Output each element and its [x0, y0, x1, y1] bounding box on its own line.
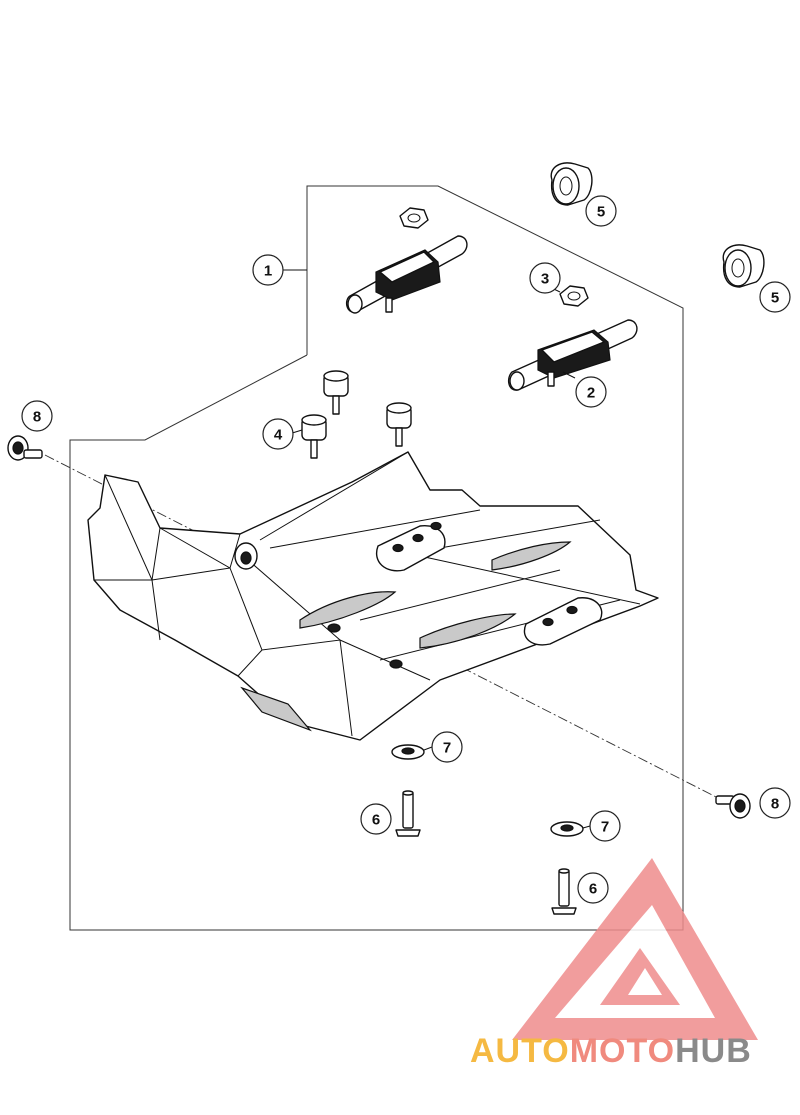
callout-3: 3	[529, 262, 561, 294]
callout-8b-label: 8	[771, 796, 779, 813]
screw-part-6a	[395, 790, 421, 837]
callout-1-label: 1	[264, 263, 272, 280]
callout-6a-label: 6	[372, 812, 380, 829]
callout-3-label: 3	[541, 271, 549, 288]
callout-7a: 7	[431, 731, 463, 763]
callout-8a: 8	[21, 400, 53, 432]
callout-4-label: 4	[274, 427, 283, 444]
callout-8a-label: 8	[33, 409, 41, 426]
callout-7b: 7	[589, 810, 621, 842]
mounting-bracket-upper	[345, 235, 468, 314]
rubber-buffer-2	[301, 414, 327, 459]
callout-1: 1	[252, 254, 284, 286]
bushing-part-5a	[550, 162, 593, 206]
callout-7a-label: 7	[443, 740, 451, 757]
collar-screw-part-8b	[715, 793, 751, 819]
bushing-part-5b	[722, 244, 765, 288]
hex-nut-upper	[399, 207, 429, 229]
callout-2-label: 2	[587, 385, 595, 402]
washer-part-7a	[391, 744, 425, 760]
watermark-triangle-notch	[628, 968, 662, 995]
rubber-buffer-3	[386, 402, 412, 447]
washer-part-7b	[550, 821, 584, 837]
callout-8b: 8	[759, 787, 791, 819]
callout-6b-label: 6	[589, 881, 597, 898]
screw-part-6b	[551, 868, 577, 915]
callout-5a: 5	[585, 195, 617, 227]
skid-plate	[87, 451, 659, 741]
callout-2: 2	[575, 376, 607, 408]
watermark-text-moto: MOTO	[570, 1032, 675, 1070]
callout-7b-label: 7	[601, 819, 609, 836]
collar-screw-part-8a	[7, 435, 43, 461]
watermark-text: AUTOMOTOHUB	[470, 1032, 752, 1070]
watermark-text-hub: HUB	[675, 1032, 752, 1070]
hex-nut-part-3	[559, 285, 589, 307]
callout-5b: 5	[759, 281, 791, 313]
callout-4: 4	[262, 418, 294, 450]
callout-6a: 6	[360, 803, 392, 835]
callout-6b: 6	[577, 872, 609, 904]
callout-5a-label: 5	[597, 204, 605, 221]
rubber-buffer-1	[323, 370, 349, 415]
mounting-bracket-part-2	[507, 319, 638, 391]
callout-5b-label: 5	[771, 290, 779, 307]
watermark-logo	[512, 858, 758, 1040]
watermark-text-auto: AUTO	[470, 1032, 570, 1070]
